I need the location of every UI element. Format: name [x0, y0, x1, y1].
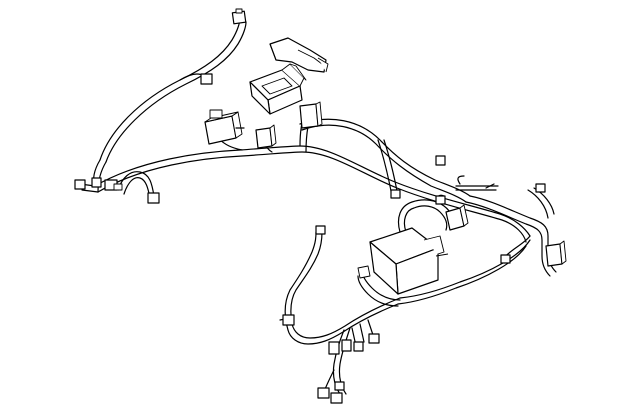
bracket-top-center	[269, 37, 329, 73]
connector-bottom-3	[334, 381, 345, 391]
connector-small-top	[435, 155, 446, 166]
connector-small-mid	[435, 195, 446, 205]
connector-left-2	[91, 177, 102, 188]
connector-near-battery	[445, 204, 469, 231]
connector-center-small	[255, 124, 277, 149]
connector-upper-left-small	[200, 73, 213, 85]
connector-right-top	[535, 183, 546, 193]
connector-top-left	[231, 8, 247, 25]
connector-lower-left	[282, 314, 295, 326]
relay-module	[204, 109, 245, 145]
lower-right-loop	[397, 239, 531, 305]
connector-lower-top	[315, 225, 326, 235]
connector-bottom-2	[330, 392, 343, 404]
connector-left-3	[104, 179, 123, 191]
battery-box	[357, 227, 449, 295]
clip-near-fuse-box	[299, 101, 323, 129]
connector-lower-cluster-3	[353, 341, 364, 352]
upper-left-branch	[93, 17, 247, 193]
connector-bottom-1	[317, 387, 330, 399]
connector-right-mid	[500, 254, 511, 264]
connector-right-large	[545, 240, 567, 267]
right-bundle	[455, 185, 557, 277]
fuse-box-module	[249, 63, 307, 115]
main-trunk	[94, 145, 531, 243]
connector-lower-cluster-4	[368, 333, 380, 344]
connector-lower-cluster-1	[328, 341, 340, 355]
connector-left-4	[147, 192, 160, 204]
connector-center-right	[390, 189, 401, 199]
connector-top-right-stub	[457, 175, 495, 189]
connector-lower-cluster-2	[341, 339, 352, 352]
connector-left-1	[74, 179, 86, 190]
